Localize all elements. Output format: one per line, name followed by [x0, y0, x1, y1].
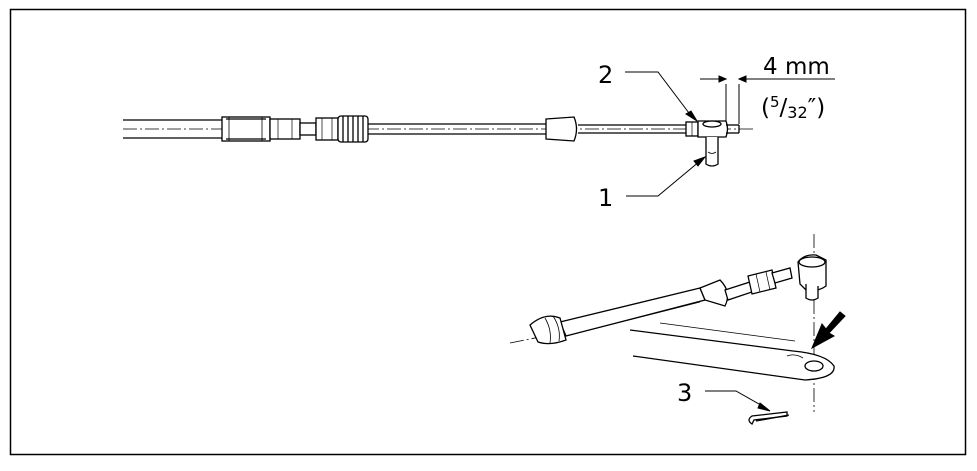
callout-2-leader — [625, 71, 698, 122]
perspective-rod — [724, 281, 753, 301]
dimension-imperial: (5/32″) — [761, 93, 825, 122]
dimension-metric: 4 mm — [763, 54, 830, 80]
perspective-ferrule — [699, 279, 729, 307]
perspective-cable — [559, 287, 706, 337]
callout-label-2: 2 — [598, 61, 613, 89]
lever-arm — [629, 329, 835, 381]
cotter-pin — [748, 411, 790, 425]
hex-nut-b — [315, 117, 339, 141]
bellows-boot — [337, 115, 369, 143]
lever-hole — [804, 360, 824, 372]
hex-nut-a — [269, 118, 301, 140]
ribbed-sleeve — [221, 116, 271, 142]
dimension-imperial-numerator: 5 — [770, 93, 780, 111]
perspective-sleeve-end — [529, 315, 567, 345]
dimension-indicator — [700, 75, 835, 124]
dimension-imperial-slash: / — [780, 95, 788, 121]
installation-perspective-view — [509, 234, 835, 425]
figure-frame — [9, 8, 967, 456]
dimension-imperial-close: ″) — [808, 95, 826, 121]
dimension-imperial-denominator: 32 — [787, 103, 807, 122]
dimension-imperial-open: ( — [761, 95, 770, 121]
tapered-ferrule — [545, 116, 578, 142]
clevis-stem — [705, 137, 719, 167]
callout-3-leader — [705, 390, 771, 412]
adjuster-link — [299, 122, 317, 136]
callout-label-3: 3 — [677, 379, 692, 407]
callout-label-1: 1 — [598, 184, 613, 212]
cable-assembly-side-view — [123, 115, 755, 167]
insertion-arrow — [810, 311, 846, 350]
callout-1-leader — [626, 155, 707, 197]
perspective-nut — [747, 269, 777, 295]
